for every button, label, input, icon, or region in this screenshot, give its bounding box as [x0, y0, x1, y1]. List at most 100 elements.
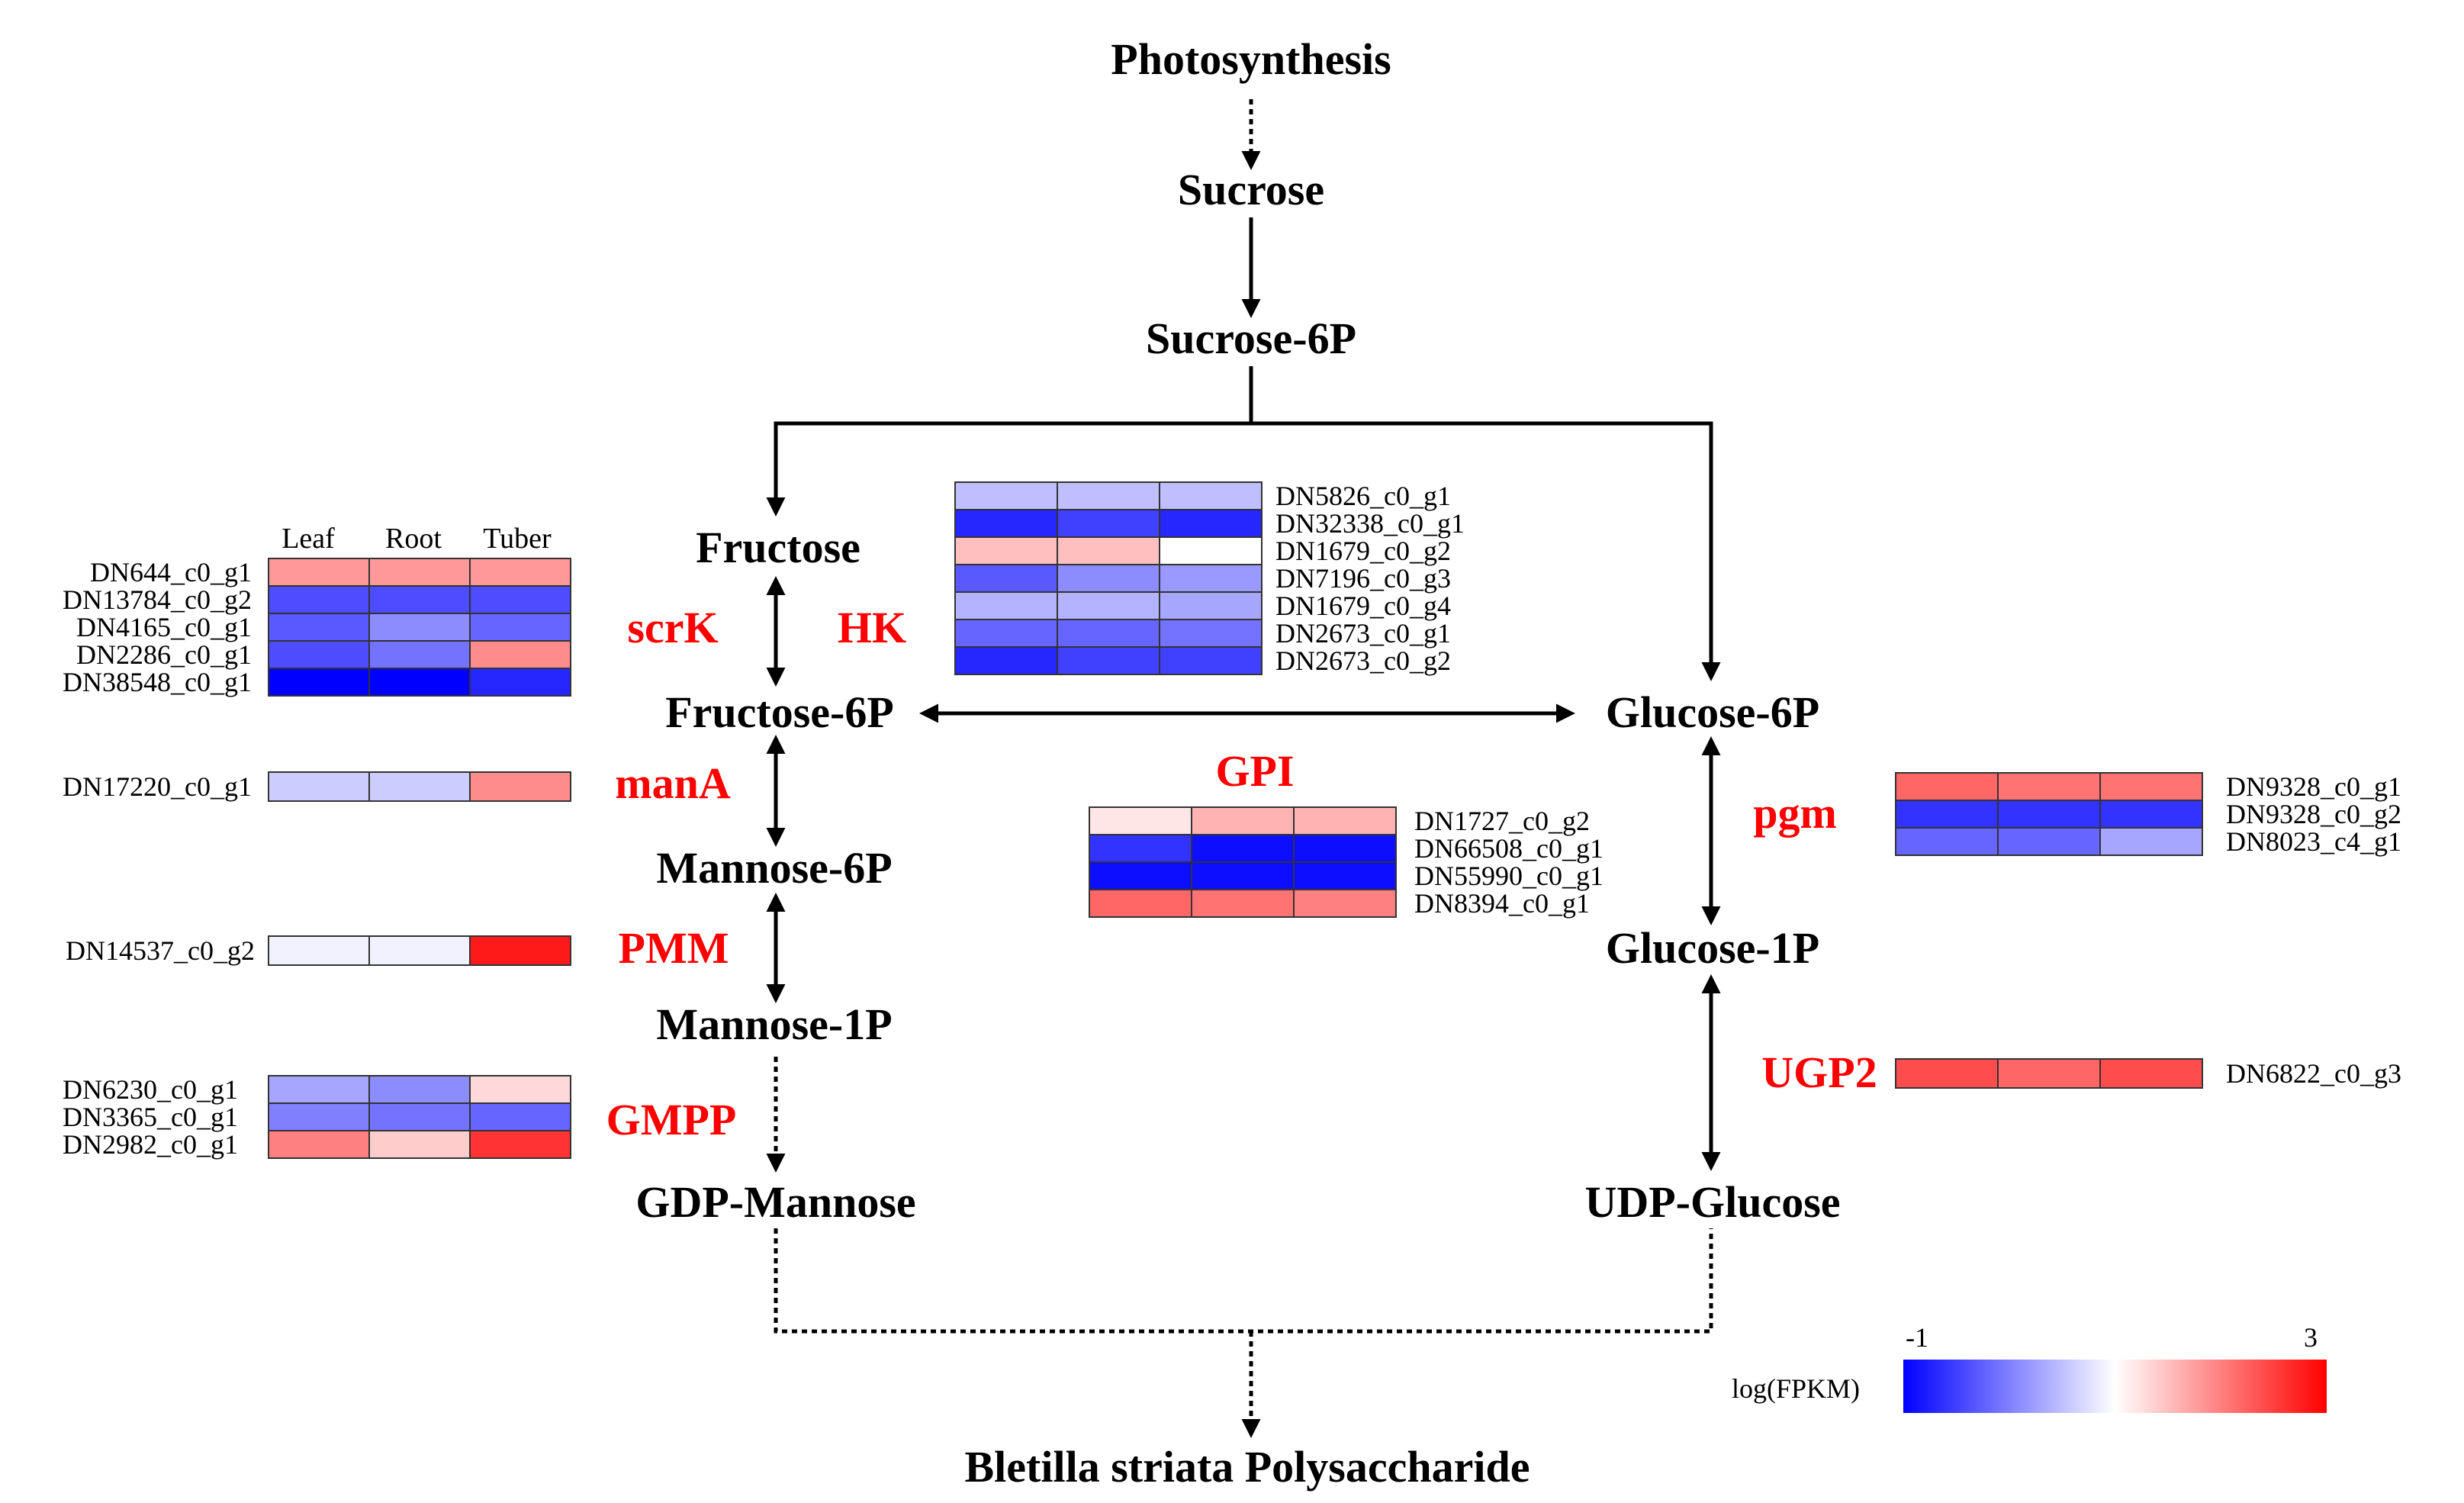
enzyme-hk: HK	[838, 603, 906, 652]
metabolite-mannose-1p: Mannose-1P	[656, 999, 892, 1049]
heatmap-cell	[469, 640, 571, 669]
heatmap-cell	[469, 613, 571, 642]
metabolite-glucose-1p: Glucose-1P	[1606, 923, 1819, 973]
heatmap-cell	[368, 771, 471, 802]
enzyme-gmpp: GMPP	[606, 1095, 737, 1144]
heatmap-cell	[2099, 800, 2203, 829]
gene-label: DN2673_c0_g1	[1275, 618, 1451, 649]
heatmap-cell	[1191, 889, 1295, 918]
heatmap-cell	[1159, 619, 1263, 648]
heatmap-cell	[469, 771, 571, 802]
heatmap-cell	[469, 1102, 571, 1131]
heatmap-cell	[469, 1130, 571, 1159]
legend-gradient-bar	[1903, 1360, 2327, 1413]
gene-label: DN13784_c0_g2	[63, 584, 252, 615]
edge-branch-glucose6p	[1251, 421, 1721, 681]
heatmap-cell	[1057, 619, 1160, 648]
heatmap-layer: DN644_c0_g1DN13784_c0_g2DN4165_c0_g1DN22…	[63, 481, 2401, 1160]
gene-label: DN2673_c0_g2	[1275, 645, 1451, 676]
heatmap-cell	[2099, 827, 2203, 856]
heatmap-cell	[268, 640, 370, 669]
heatmap-cell	[1293, 834, 1397, 863]
gene-label: DN9328_c0_g2	[2226, 799, 2401, 829]
metabolite-bletilla-polysaccharide: Bletilla striata Polysaccharide	[965, 1442, 1530, 1492]
heatmap-cell	[1293, 861, 1397, 890]
column-header-leaf: Leaf	[281, 523, 335, 555]
heatmap-cell	[1895, 1058, 1999, 1089]
gene-label: DN7196_c0_g3	[1275, 563, 1451, 594]
heatmap-cell	[1895, 827, 1999, 856]
heatmap-cell	[1057, 564, 1160, 593]
gene-label: DN6822_c0_g3	[2226, 1058, 2401, 1089]
metabolite-udp-glucose: UDP-Glucose	[1584, 1177, 1840, 1227]
gene-label: DN644_c0_g1	[90, 557, 252, 587]
heatmap-cell	[1159, 646, 1263, 675]
heatmap-cell	[1293, 889, 1397, 918]
gene-label: DN4165_c0_g1	[76, 612, 252, 642]
heatmap-cell	[954, 536, 1058, 565]
heatmap-cell	[1159, 536, 1263, 565]
heatmap-cell	[1057, 481, 1160, 510]
enzyme-scrk: scrK	[627, 603, 718, 652]
heatmap-cell	[1895, 772, 1999, 801]
heatmap-cell	[1895, 800, 1999, 829]
edge-merge-products	[774, 1228, 1713, 1334]
gene-label: DN32338_c0_g1	[1275, 508, 1465, 539]
heatmap-cell	[368, 558, 471, 587]
heatmap-cell	[954, 619, 1058, 648]
heatmap-cell	[1057, 591, 1160, 620]
heatmap-cell	[469, 668, 571, 697]
color-scale-legend: log(FPKM) -1 3	[1732, 1322, 2327, 1413]
heatmap-cell	[368, 668, 471, 697]
gene-label: DN3365_c0_g1	[63, 1102, 238, 1132]
gene-label: DN1679_c0_g4	[1275, 591, 1451, 621]
heatmap-cell	[268, 1075, 370, 1104]
legend-max-label: 3	[2304, 1322, 2318, 1353]
heatmap-cell	[1057, 509, 1160, 538]
metabolite-sucrose-6p: Sucrose-6P	[1146, 314, 1356, 363]
heatmap-cell	[469, 585, 571, 614]
legend-label: log(FPKM)	[1732, 1373, 1860, 1404]
enzyme-gpi: GPI	[1215, 746, 1294, 796]
enzymes: scrK HK manA GPI pgm PMM UGP2 GMPP	[606, 603, 1877, 1144]
pathway-edges	[766, 99, 1721, 1438]
heatmap-cell	[1057, 536, 1160, 565]
heatmap-cell	[469, 558, 571, 587]
heatmap-cell	[268, 771, 370, 802]
heatmap-cell	[2099, 772, 2203, 801]
gene-label: DN55990_c0_g1	[1414, 861, 1604, 891]
enzyme-mana: manA	[615, 758, 731, 808]
gene-label: DN2982_c0_g1	[63, 1129, 238, 1160]
gene-label: DN9328_c0_g1	[2226, 771, 2401, 802]
heatmap-cell	[1191, 861, 1295, 890]
heatmap-cell	[368, 1075, 471, 1104]
heatmap-cell	[1089, 834, 1192, 863]
heatmap-cell	[1159, 509, 1263, 538]
enzyme-pgm: pgm	[1753, 788, 1837, 838]
heatmap-cell	[368, 1102, 471, 1131]
metabolite-glucose-6p: Glucose-6P	[1606, 687, 1819, 737]
heatmap-cell	[954, 509, 1058, 538]
heatmap-cell	[368, 935, 471, 966]
enzyme-pmm: PMM	[619, 923, 729, 973]
gene-label: DN66508_c0_g1	[1414, 833, 1604, 864]
gene-label: DN1679_c0_g2	[1275, 536, 1451, 566]
heatmap-cell	[1057, 646, 1160, 675]
heatmap-mana: DN17220_c0_g1	[63, 771, 571, 802]
heatmap-cell	[954, 481, 1058, 510]
heatmap-scrk: DN644_c0_g1DN13784_c0_g2DN4165_c0_g1DN22…	[63, 557, 571, 697]
heatmap-cell	[1089, 889, 1192, 918]
heatmap-ugp2: DN6822_c0_g3	[1895, 1058, 2401, 1089]
heatmap-cell	[1089, 806, 1192, 835]
heatmap-cell	[268, 558, 370, 587]
metabolite-mannose-6p: Mannose-6P	[656, 843, 892, 893]
gene-label: DN38548_c0_g1	[63, 667, 252, 697]
gene-label: DN2286_c0_g1	[76, 639, 252, 670]
tissue-column-headers: Leaf Root Tuber	[281, 523, 552, 555]
legend-min-label: -1	[1906, 1322, 1928, 1353]
gene-label: DN8394_c0_g1	[1414, 888, 1590, 919]
heatmap-cell	[1997, 827, 2101, 856]
metabolite-gdp-mannose: GDP-Mannose	[635, 1177, 915, 1227]
heatmap-cell	[954, 591, 1058, 620]
